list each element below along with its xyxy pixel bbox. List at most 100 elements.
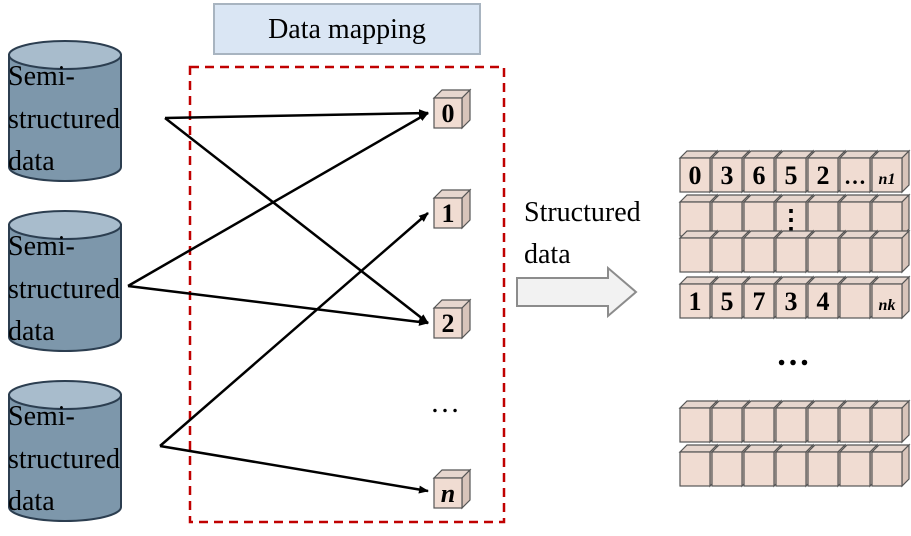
source-label-line: structured: [8, 274, 120, 305]
cylinder-top: [8, 40, 122, 70]
cube-front-face: [871, 157, 903, 193]
cube-side-face: [901, 149, 910, 194]
cube-front-face: [839, 237, 871, 273]
grid-row-3: [678, 229, 911, 274]
source-label-line: structured: [8, 444, 120, 475]
semi-structured-source-2: Semi-structured data: [8, 210, 122, 352]
cube-front-face: [679, 451, 711, 487]
cube-front-face: [743, 451, 775, 487]
cube-front-face: [679, 157, 711, 193]
source-label-line: Semi-: [8, 401, 75, 432]
mapping-arrow-2-to-slot-2: [127, 284, 429, 326]
cube-front-face: [871, 237, 903, 273]
mapping-arrow-3-to-slot-3: [159, 444, 429, 494]
cube-side-face: [901, 275, 910, 320]
cube-front-face: [711, 157, 743, 193]
grid-cell-value: 7: [753, 287, 766, 316]
grid-cell-value: nk: [879, 297, 896, 314]
cube-side-face: [901, 443, 910, 488]
cube-front-face: [679, 201, 711, 237]
cylinder-body: [8, 394, 122, 522]
cylinder-top: [8, 210, 122, 240]
cube-front-face: [679, 237, 711, 273]
cube-front-face: [711, 407, 743, 443]
source-label-line: Semi-: [8, 231, 75, 262]
cube-front-face: [807, 201, 839, 237]
cube-front-face: [775, 451, 807, 487]
grid-cell: n1: [870, 149, 911, 194]
slot-label: n: [441, 479, 455, 508]
semi-structured-source-3: Semi-structured data: [8, 380, 122, 522]
cube-front-face: [775, 407, 807, 443]
cube-front-face: [807, 157, 839, 193]
grid-cell: 4: [806, 275, 847, 320]
slot-label: 0: [442, 99, 455, 128]
grid-cell: [678, 229, 719, 274]
grid-cell-value: 6: [753, 161, 766, 190]
cube-front-face: [775, 237, 807, 273]
source-label-line: data: [8, 146, 55, 177]
cube-front-face: [743, 157, 775, 193]
cube-front-face: [871, 451, 903, 487]
source-label-line: Semi-: [8, 61, 75, 92]
grid-cell: [870, 229, 911, 274]
cylinder-body: [8, 54, 122, 182]
structured-label-line2: data: [524, 239, 571, 270]
grid-row-last-1: [678, 399, 911, 444]
cube-front-face: [775, 283, 807, 319]
grid-cell-value: ⋮: [778, 205, 804, 234]
mapping-arrow-1-to-slot-2: [164, 117, 429, 324]
cube-front-face: [839, 451, 871, 487]
grid-cell-value: 5: [785, 161, 798, 190]
grid-cell: nk: [870, 275, 911, 320]
structured-data-arrow: [516, 265, 638, 319]
cube-front-face: [711, 237, 743, 273]
cube-side-face: [901, 399, 910, 444]
slot-cube-1: 1: [432, 188, 472, 230]
cube-front-face: [839, 157, 871, 193]
cylinder-body: [8, 224, 122, 352]
source-label-line: structured: [8, 104, 120, 135]
grid-cell-value: 0: [689, 161, 702, 190]
cube-front-face: [807, 237, 839, 273]
source-label-line: data: [8, 486, 55, 517]
slot-cube-0: 0: [432, 88, 472, 130]
structured-label-line1: Structured: [524, 197, 641, 228]
grid-cell: [710, 229, 751, 274]
cube-front-face: [433, 307, 463, 339]
semi-structured-source-1: Semi-structured data: [8, 40, 122, 182]
grid-ellipsis: …: [776, 336, 810, 373]
cube-front-face: [743, 237, 775, 273]
cube-front-face: [433, 197, 463, 229]
slot-ellipsis: …: [430, 386, 460, 419]
cube-front-face: [807, 407, 839, 443]
data-mapping-title: Data mapping: [268, 14, 426, 45]
grid-row-2: ⋮: [678, 193, 911, 238]
cube-side-face: [901, 193, 910, 238]
mapping-arrow-3-to-slot-1: [159, 212, 429, 447]
cylinder-top: [8, 380, 122, 410]
grid-cell-value: 4: [817, 287, 830, 316]
grid-cell-value: 3: [721, 161, 734, 190]
cube-front-face: [839, 407, 871, 443]
grid-cell-value: 1: [689, 287, 702, 316]
grid-cell-value: 2: [817, 161, 830, 190]
cube-front-face: [807, 283, 839, 319]
mapping-region-border: [188, 65, 506, 524]
source-label-line: data: [8, 316, 55, 347]
grid-cell-value: 3: [785, 287, 798, 316]
cube-front-face: [711, 451, 743, 487]
grid-cell-value: …: [844, 164, 866, 189]
cube-front-face: [743, 407, 775, 443]
mapping-arrow-1-to-slot-0: [164, 109, 429, 120]
cube-front-face: [679, 407, 711, 443]
cube-side-face: [901, 229, 910, 274]
cube-front-face: [807, 451, 839, 487]
slot-label: 1: [442, 199, 455, 228]
grid-cell: [870, 443, 911, 488]
cube-front-face: [839, 283, 871, 319]
grid-cell-value: 5: [721, 287, 734, 316]
